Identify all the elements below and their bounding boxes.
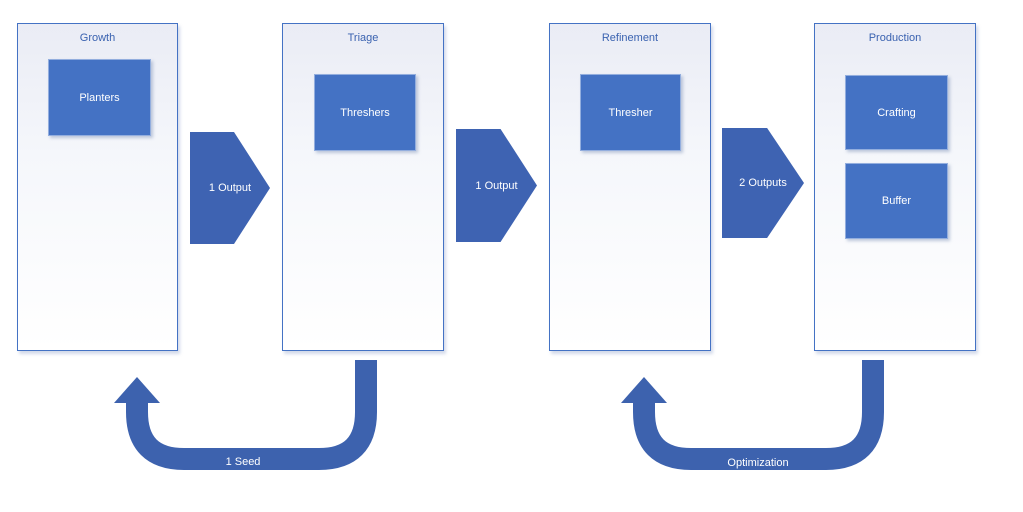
flow-arrow-2-label: 1 Output [475,179,518,192]
stage-panel-growth: Growth Planters [17,23,178,351]
flow-arrow-1-label: 1 Output [208,182,252,194]
stage-panel-triage: Triage Threshers [282,23,444,351]
node-buffer: Buffer [845,163,948,239]
node-crafting: Crafting [845,75,948,150]
node-thresher: Thresher [580,74,681,151]
feedback-arrow-seed-label: 1 Seed [225,456,261,468]
feedback-arrow-optimization-arrowhead-icon [621,377,667,403]
flow-arrow-3-label: 2 Outputs [739,177,787,189]
stage-title-refinement: Refinement [601,32,659,44]
feedback-arrow-optimization-path [633,360,884,470]
node-threshers: Threshers [314,74,416,151]
node-planters: Planters [48,59,151,136]
feedback-arrow-optimization-label: Optimization [727,457,789,469]
feedback-arrow-seed-arrowhead-icon [114,377,160,403]
stage-panel-production: Production Crafting Buffer [814,23,976,351]
stage-title-production: Production [868,32,922,44]
stage-panel-refinement: Refinement Thresher [549,23,711,351]
stage-title-growth: Growth [79,32,116,44]
feedback-arrow-seed-path [126,360,377,470]
stage-title-triage: Triage [347,32,379,44]
